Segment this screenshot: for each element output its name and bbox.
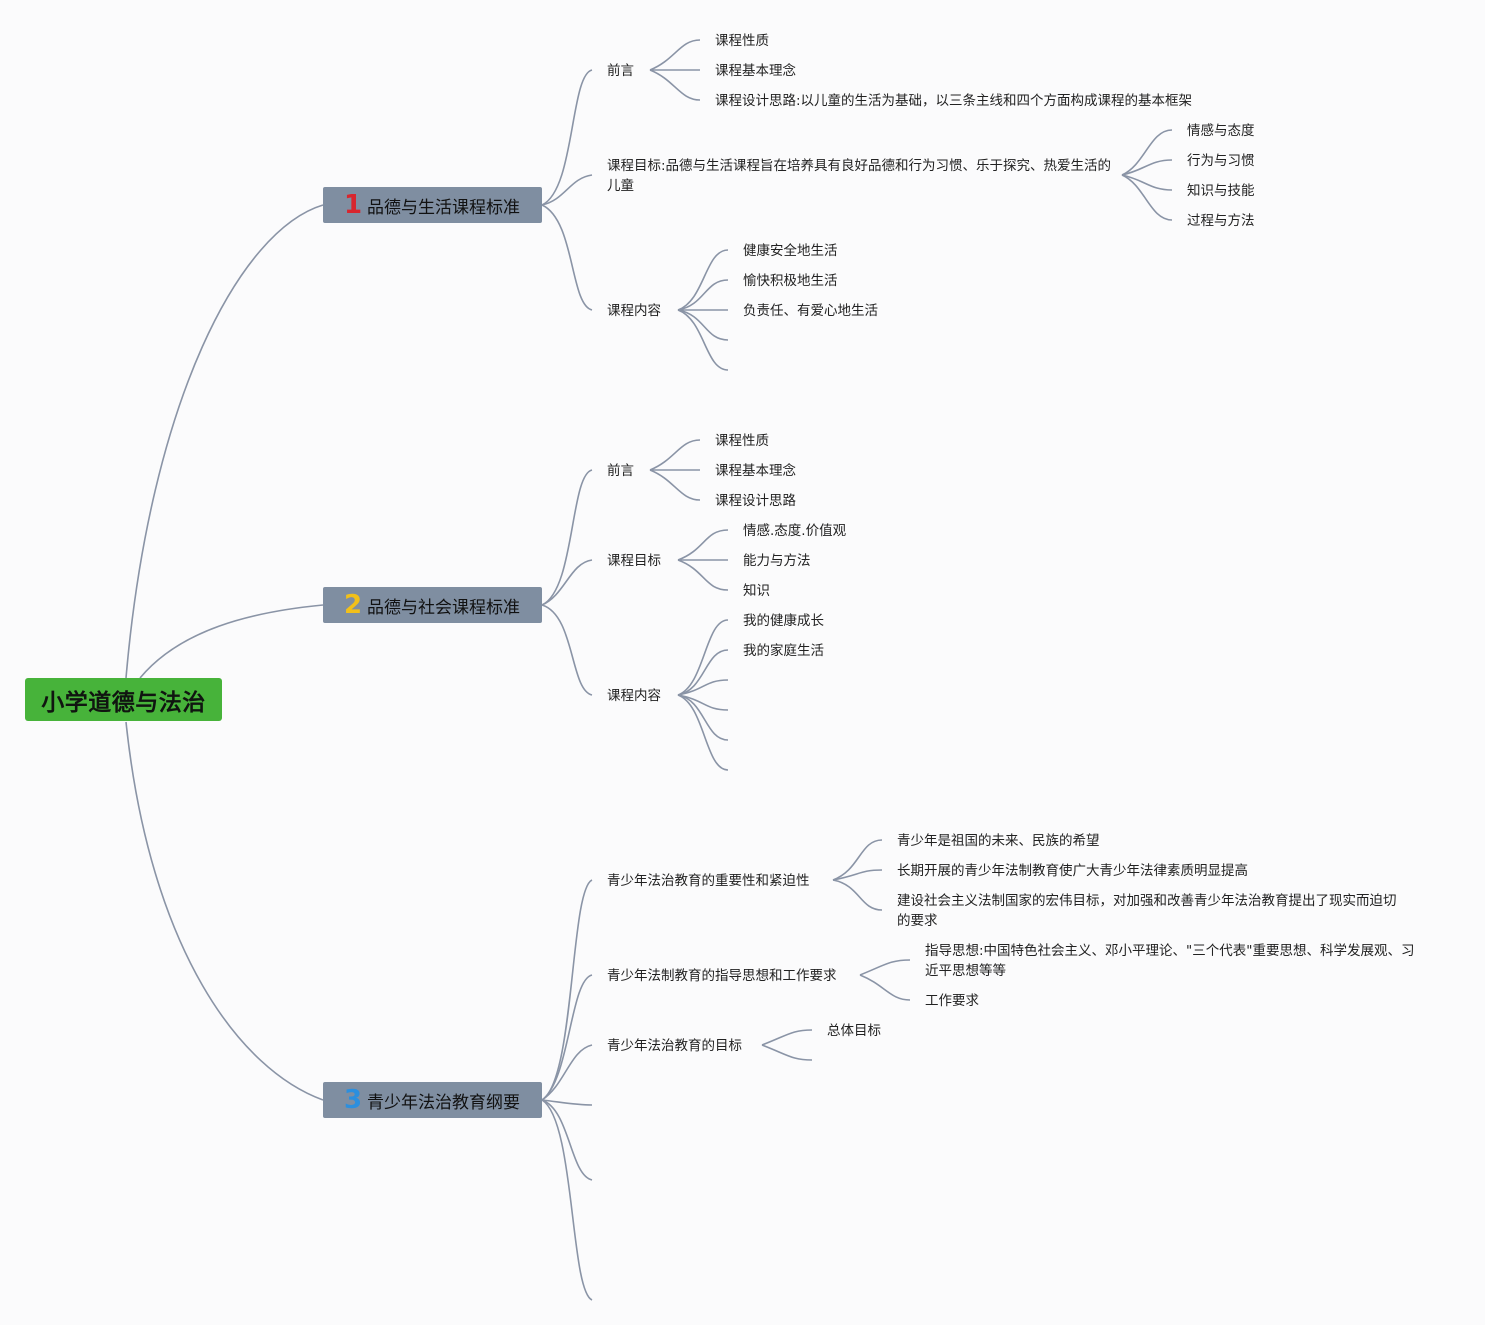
b1-goal[interactable]: 课程目标:品德与生活课程旨在培养具有良好品德和行为习惯、乐于探究、热爱生活的儿童: [607, 158, 1112, 194]
b1-goal-leaf-1[interactable]: 情感与态度: [1187, 123, 1255, 139]
b1-preface-leaf-3[interactable]: 课程设计思路:以儿童的生活为基础，以三条主线和四个方面构成课程的基本框架: [715, 93, 1193, 109]
branch-1-label: 品德与生活课程标准: [367, 197, 520, 218]
root-topic[interactable]: 小学道德与法治: [25, 678, 222, 721]
b1-preface-leaf-2[interactable]: 课程基本理念: [715, 63, 796, 79]
b3-guidance-leaf-1[interactable]: 指导思想:中国特色社会主义、邓小平理论、"三个代表"重要思想、科学发展观、习近平…: [925, 943, 1415, 979]
b3-guidance[interactable]: 青少年法制教育的指导思想和工作要求: [607, 968, 837, 984]
b3-objectives[interactable]: 青少年法治教育的目标: [607, 1038, 742, 1054]
b2-content-leaf-1[interactable]: 我的健康成长: [743, 613, 824, 629]
b2-content[interactable]: 课程内容: [607, 688, 661, 704]
b1-content-leaf-3[interactable]: 负责任、有爱心地生活: [743, 303, 878, 319]
b2-goal-leaf-2[interactable]: 能力与方法: [743, 553, 811, 569]
b2-goal-leaf-1[interactable]: 情感.态度.价值观: [743, 523, 847, 539]
root-topic-label: 小学道德与法治: [41, 689, 206, 716]
b1-goal-leaf-4[interactable]: 过程与方法: [1187, 213, 1255, 229]
b1-goal-leaf-3[interactable]: 知识与技能: [1187, 183, 1255, 199]
b2-goal-leaf-3[interactable]: 知识: [743, 583, 770, 599]
b2-goal[interactable]: 课程目标: [607, 553, 661, 569]
b1-content-leaf-2[interactable]: 愉快积极地生活: [743, 273, 838, 289]
b2-preface-leaf-1[interactable]: 课程性质: [715, 433, 769, 449]
b2-preface[interactable]: 前言: [607, 463, 634, 479]
b1-content-leaf-1[interactable]: 健康安全地生活: [743, 243, 838, 259]
number-2-icon: 2: [343, 590, 363, 620]
b3-objectives-leaf-1[interactable]: 总体目标: [827, 1023, 881, 1039]
b3-importance-leaf-3[interactable]: 建设社会主义法制国家的宏伟目标，对加强和改善青少年法治教育提出了现实而迫切的要求: [897, 893, 1397, 929]
b3-importance-leaf-1[interactable]: 青少年是祖国的未来、民族的希望: [897, 833, 1100, 849]
b2-content-leaf-2[interactable]: 我的家庭生活: [743, 643, 824, 659]
b2-preface-leaf-2[interactable]: 课程基本理念: [715, 463, 796, 479]
b3-importance[interactable]: 青少年法治教育的重要性和紧迫性: [607, 873, 810, 889]
b3-importance-leaf-2[interactable]: 长期开展的青少年法制教育使广大青少年法律素质明显提高: [897, 863, 1248, 879]
branch-1-topic[interactable]: 1 品德与生活课程标准: [323, 187, 542, 223]
b1-content[interactable]: 课程内容: [607, 303, 661, 319]
b3-guidance-leaf-2[interactable]: 工作要求: [925, 993, 979, 1009]
b1-preface[interactable]: 前言: [607, 63, 634, 79]
b1-preface-leaf-1[interactable]: 课程性质: [715, 33, 769, 49]
b2-preface-leaf-3[interactable]: 课程设计思路: [715, 493, 796, 509]
branch-2-topic[interactable]: 2 品德与社会课程标准: [323, 587, 542, 623]
branch-3-topic[interactable]: 3 青少年法治教育纲要: [323, 1082, 542, 1118]
branch-2-label: 品德与社会课程标准: [367, 597, 520, 618]
branch-3-label: 青少年法治教育纲要: [367, 1092, 520, 1113]
number-1-icon: 1: [343, 190, 363, 220]
number-3-icon: 3: [343, 1085, 363, 1115]
b1-goal-leaf-2[interactable]: 行为与习惯: [1187, 153, 1255, 169]
